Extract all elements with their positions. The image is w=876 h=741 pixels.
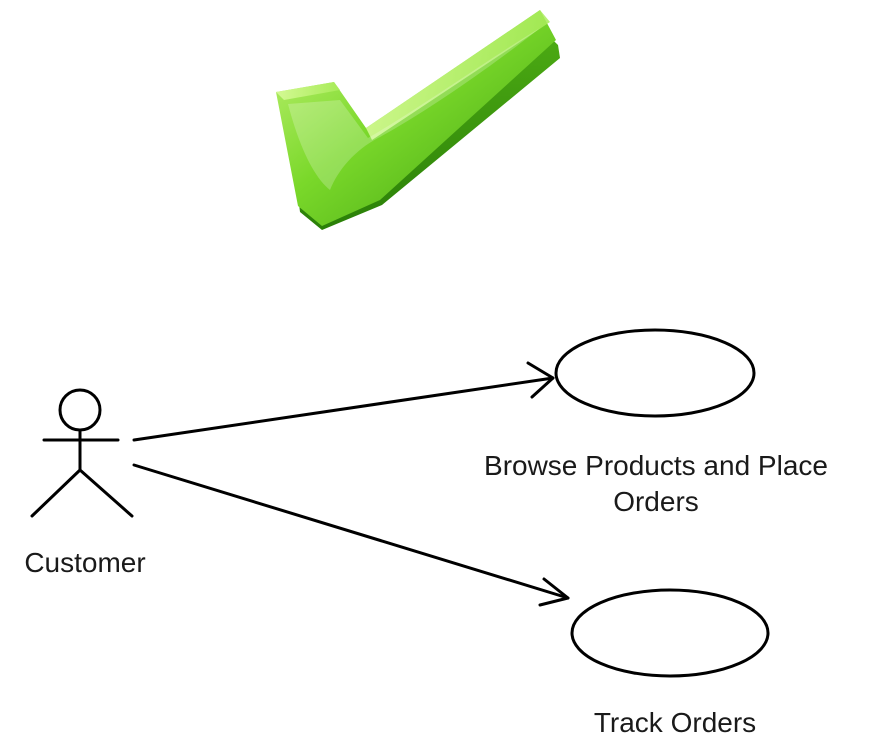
use-case-label-browse-line1: Browse Products and Place xyxy=(484,450,828,481)
checkmark-icon xyxy=(276,10,560,230)
actor-label: Customer xyxy=(24,547,146,578)
use-case-ellipse-browse xyxy=(554,328,756,418)
use-case-label-browse-line2: Orders xyxy=(613,486,699,517)
use-case-ellipse-track xyxy=(570,588,770,678)
association-arrow-browse xyxy=(132,361,555,442)
stick-figure-actor-icon xyxy=(30,388,134,518)
use-case-label-track: Track Orders xyxy=(593,707,757,738)
use-case-label-browse: Browse Products and Place Orders xyxy=(446,448,866,520)
association-arrow-track xyxy=(132,463,570,607)
